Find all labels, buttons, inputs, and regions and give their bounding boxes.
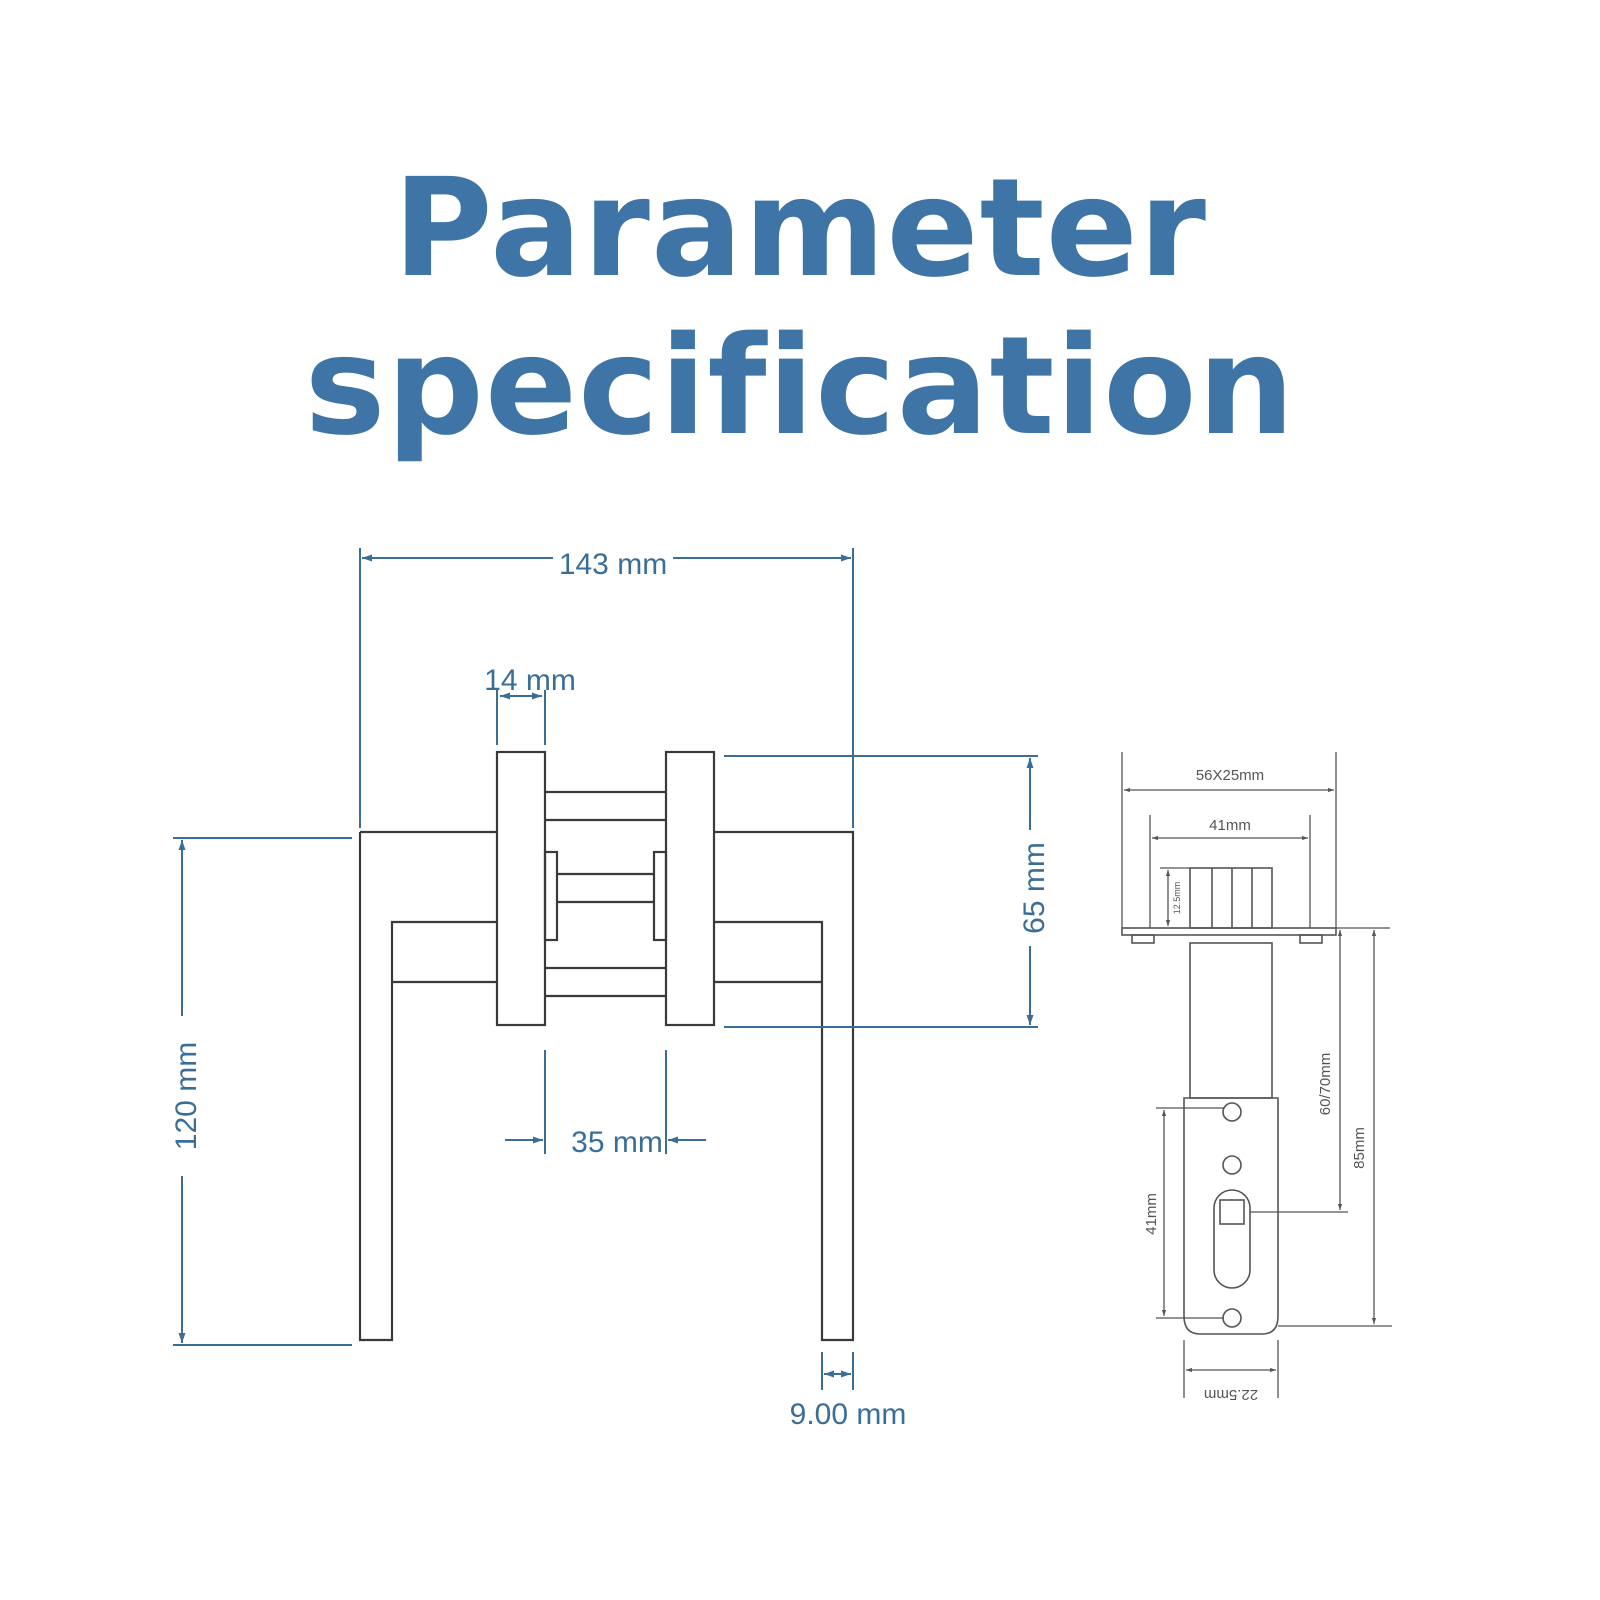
label-14mm: 14 mm [484, 664, 576, 697]
page-title: Parameter specification [304, 150, 1296, 466]
latch-plate [1183, 1097, 1279, 1335]
label-22-5mm: 22.5mm [1204, 1386, 1258, 1403]
latch-faceplate [1121, 927, 1337, 936]
label-85mm: 85mm [1351, 1127, 1368, 1169]
latch-tongue [1189, 867, 1273, 929]
latch-tube [1189, 942, 1273, 1099]
latch-mechanism [1121, 867, 1337, 1335]
latch-hole-middle [1222, 1155, 1242, 1175]
lever-dimensions [173, 548, 1038, 1390]
right-rose [664, 750, 716, 1027]
left-lever-outline [358, 830, 497, 1342]
latch-faceplate-tab-right [1299, 934, 1323, 944]
label-12-5mm: 12.5mm [1172, 882, 1182, 915]
label-143mm: 143 mm [559, 548, 667, 581]
left-rose [495, 750, 547, 1027]
latch-hole-bottom [1222, 1308, 1242, 1328]
latch-dimensions [1121, 752, 1392, 1398]
latch-spindle-square [1219, 1199, 1245, 1225]
label-65mm: 65 mm [1018, 842, 1051, 934]
label-41mm-top: 41mm [1209, 817, 1251, 834]
label-35mm: 35 mm [571, 1126, 663, 1159]
latch-slot [1213, 1189, 1251, 1289]
right-collar [652, 850, 668, 942]
label-120mm: 120 mm [170, 1042, 203, 1150]
label-60-70mm: 60/70mm [1317, 1053, 1334, 1116]
spindle-bars [545, 790, 666, 998]
latch-hole-top [1222, 1102, 1242, 1122]
latch-dimension-labels: 56X25mm 41mm 12.5mm 60/70mm 85mm 41mm 22… [1143, 767, 1368, 1403]
right-lever-outline [714, 830, 855, 1342]
lever-handle [358, 750, 855, 1342]
left-collar [543, 850, 559, 942]
label-41mm-left: 41mm [1143, 1193, 1160, 1235]
label-56x25mm: 56X25mm [1196, 767, 1264, 784]
label-9mm: 9.00 mm [790, 1398, 907, 1431]
latch-faceplate-tab-left [1131, 934, 1155, 944]
lever-dimension-labels: 143 mm 14 mm 65 mm 120 mm 35 mm 9.00 mm [170, 548, 1051, 1431]
